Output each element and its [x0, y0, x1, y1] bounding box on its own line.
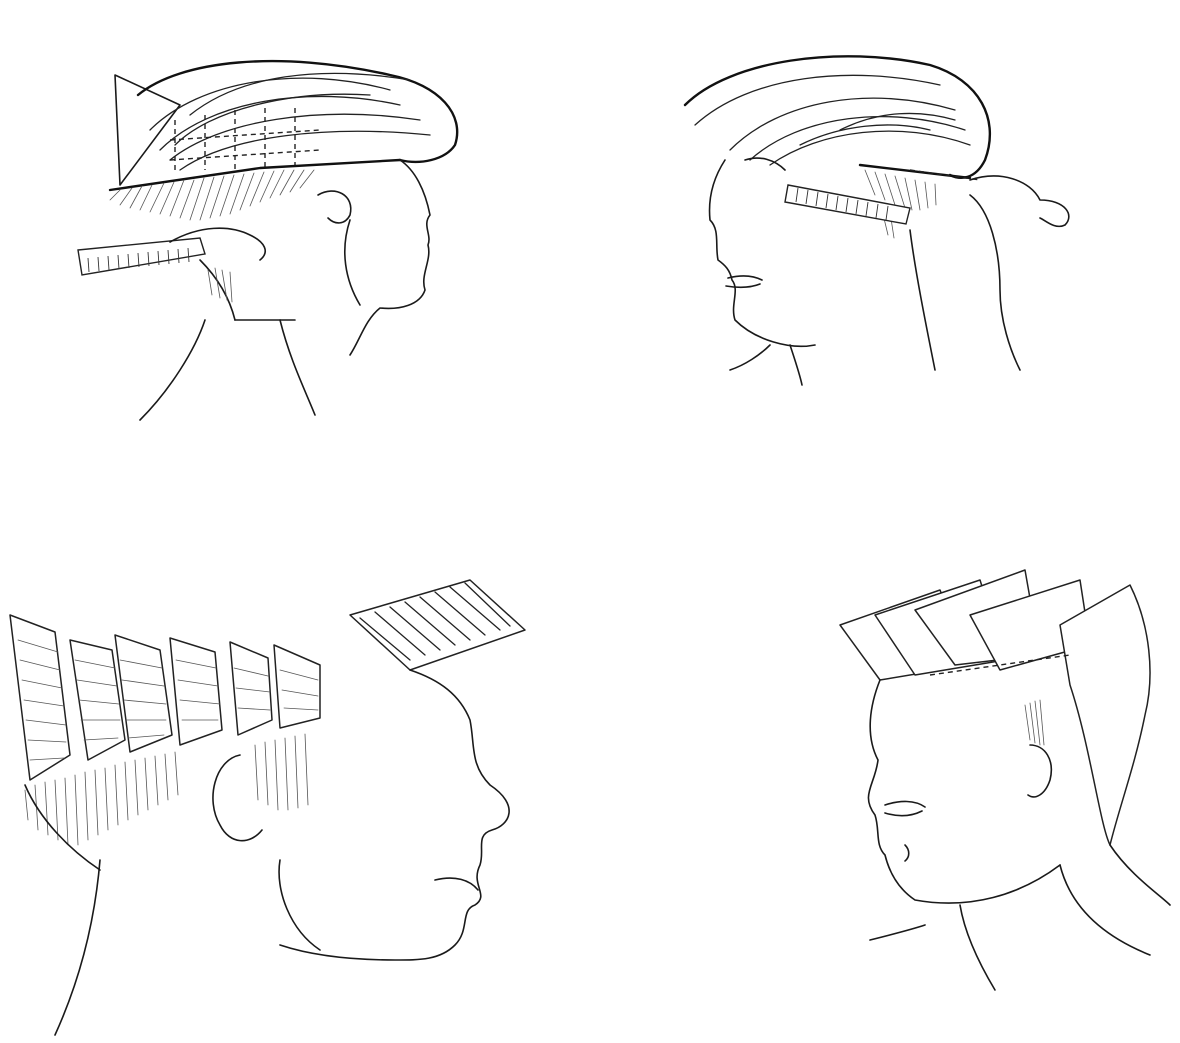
head-profile-comb-drawing: [60, 20, 480, 430]
panel-bottom-right: [830, 545, 1170, 1015]
head-three-quarter-comb-drawing: [670, 20, 1090, 390]
panel-top-right: [670, 20, 1090, 390]
panel-bottom-left: [0, 560, 540, 1040]
head-three-quarter-sections-drawing: [830, 545, 1170, 1015]
panel-top-left: [60, 20, 480, 430]
head-profile-panels-drawing: [0, 560, 540, 1040]
